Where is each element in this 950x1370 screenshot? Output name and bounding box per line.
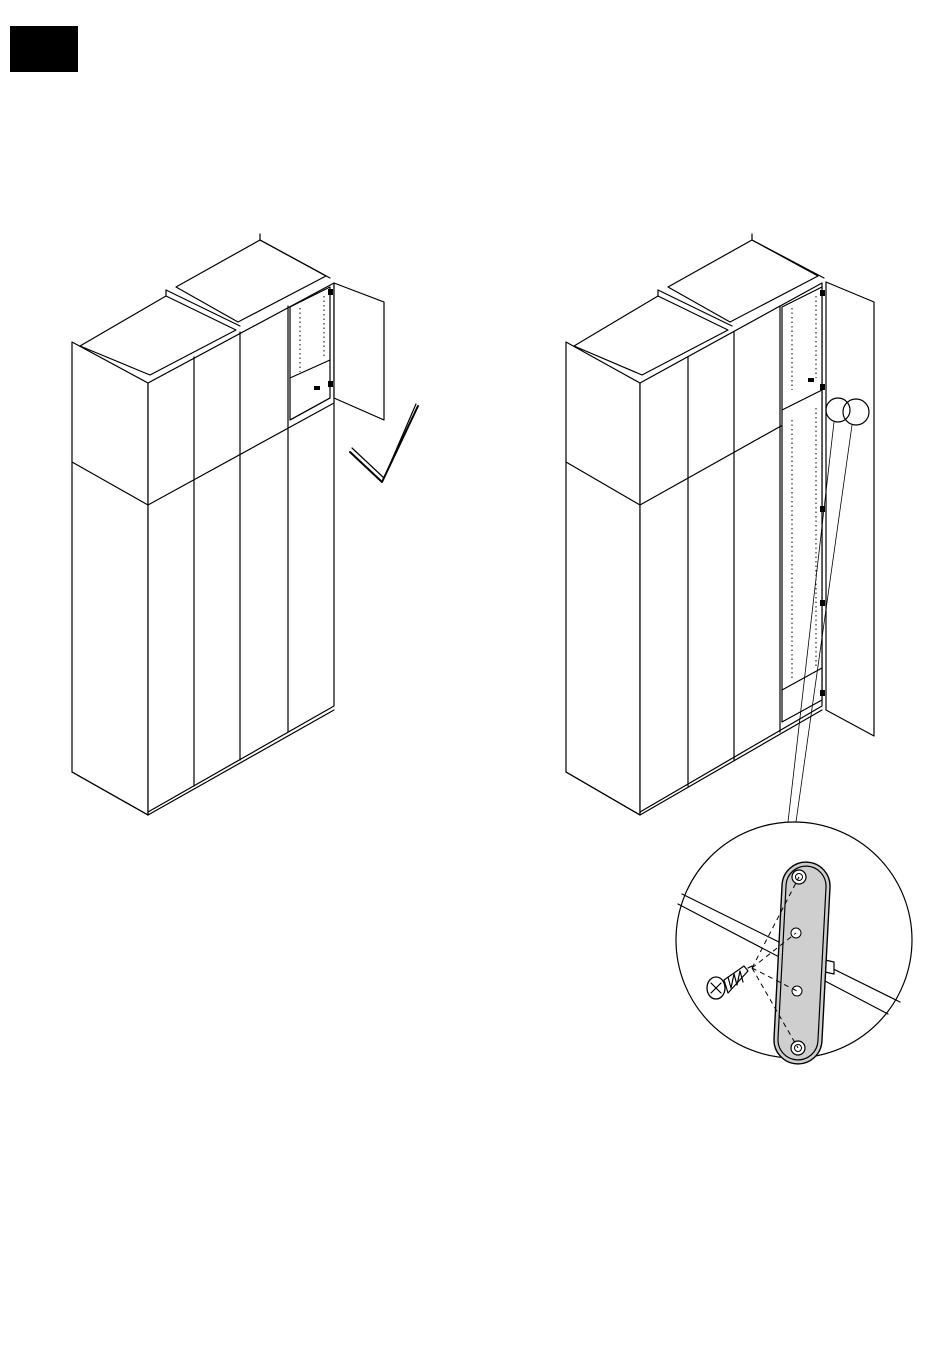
left-wardrobe <box>72 234 384 815</box>
hinge-plate <box>773 861 832 1065</box>
right-wardrobe <box>566 234 874 822</box>
hinge-plate-magnified <box>676 822 912 1065</box>
